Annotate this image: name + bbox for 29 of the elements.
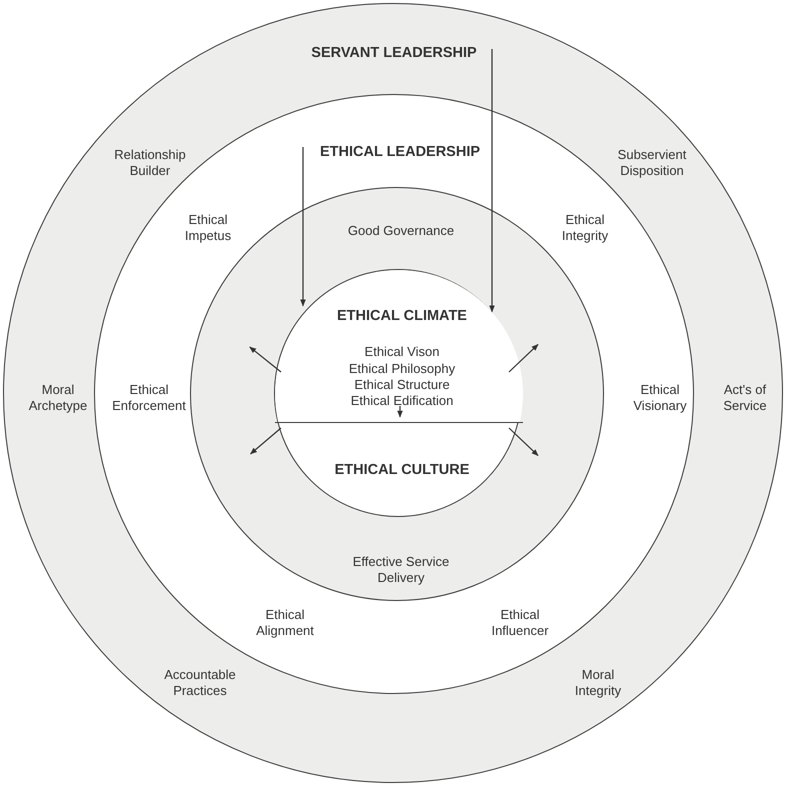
arrow: [300, 147, 306, 307]
concept-label: Ethical Vison: [364, 344, 440, 360]
concept-label: Ethical Integrity: [560, 212, 610, 244]
concept-label: Relationship Builder: [113, 146, 187, 180]
concept-label: Ethical Edification: [350, 392, 454, 410]
concept-label: Ethical Visionary: [632, 382, 688, 414]
arrow: [250, 428, 282, 454]
concept-label: Ethical Philosophy: [348, 360, 456, 378]
concept-label: Ethical Alignment: [255, 606, 315, 640]
concept-label: Effective Service Delivery: [352, 554, 450, 586]
concept-label: Act's of Service: [722, 382, 768, 414]
heading: ETHICAL CULTURE: [334, 460, 470, 480]
concept-label: Moral Integrity: [574, 666, 622, 700]
concept-label: Accountable Practices: [163, 666, 237, 700]
concept-label: Ethical Structure: [354, 376, 450, 394]
arrow: [489, 49, 495, 312]
arrow: [397, 406, 403, 418]
heading: SERVANT LEADERSHIP: [311, 44, 477, 62]
concept-label: Subservient Disposition: [616, 146, 688, 180]
concept-label: Ethical Impetus: [184, 212, 232, 244]
heading: ETHICAL CLIMATE: [337, 306, 467, 326]
concept-label: Ethical Enforcement: [111, 382, 187, 414]
arrow: [508, 428, 538, 456]
concept-label: Ethical Influencer: [490, 606, 550, 640]
concept-label: Moral Archetype: [28, 382, 88, 414]
arrow: [249, 346, 282, 372]
concept-label: Good Governance: [348, 222, 454, 240]
heading: ETHICAL LEADERSHIP: [320, 142, 480, 162]
arrow: [508, 344, 538, 372]
